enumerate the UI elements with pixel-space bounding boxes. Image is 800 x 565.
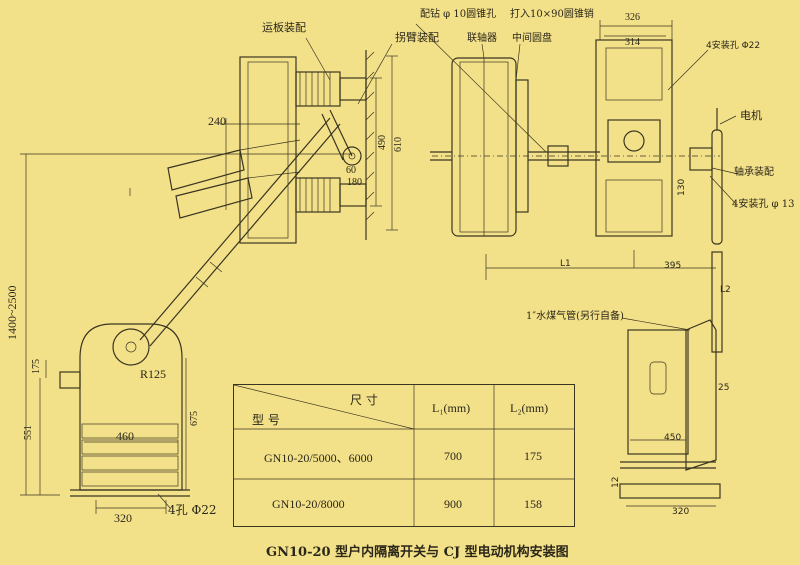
coupling-view — [430, 57, 720, 237]
table-header-top: 尺 寸 — [350, 393, 378, 407]
dim-25: 25 — [718, 383, 730, 393]
table-col-l1: L₁(mm) — [432, 401, 471, 415]
dim-240: 240 — [208, 114, 226, 128]
label-lianzhouqi: 联轴器 — [467, 33, 497, 44]
dim-490: 490 — [377, 135, 388, 150]
dim-l1: L1 — [560, 259, 571, 269]
table-header-left: 型 号 — [252, 413, 280, 427]
disconnector-front-view — [595, 20, 673, 237]
table-row-l2: 175 — [524, 449, 542, 463]
label-dianji: 电机 — [740, 109, 762, 122]
dim-675: 675 — [189, 411, 200, 426]
label-guaibi: 拐臂装配 — [395, 31, 439, 44]
label-peizuan: 配钻 φ 10圆锥孔 — [420, 9, 497, 20]
dim-314: 314 — [625, 37, 640, 48]
dim-180: 180 — [347, 177, 362, 188]
lower-insulators — [295, 177, 367, 213]
label-sian-13: 4安装孔 φ 13 — [732, 199, 795, 210]
blade-upper — [167, 149, 245, 191]
dim-320-right: 320 — [672, 507, 690, 517]
label-zhongjian: 中间圆盘 — [512, 33, 552, 44]
dim-60: 60 — [346, 165, 356, 176]
label-daru: 打入10×90圆锥销 — [510, 9, 594, 20]
dim-320: 320 — [114, 511, 132, 525]
label-shuimei: 1″水煤气管(另行自备) — [526, 311, 624, 322]
dimension-table: 尺 寸 型 号 L₁(mm) L₂(mm) GN10-20/5000、6000 … — [233, 384, 575, 527]
operating-rod — [139, 117, 331, 341]
dim-395: 395 — [664, 261, 682, 271]
table-row-l2: 158 — [524, 497, 542, 511]
upper-insulators — [295, 71, 367, 107]
blade-lower — [175, 177, 253, 219]
cj-mechanism-side — [59, 323, 190, 497]
dim-l2: L2 — [720, 285, 731, 295]
table-row-l1: 900 — [444, 497, 462, 511]
table-col-l2: L₂(mm) — [510, 401, 549, 415]
label-sikong: 4孔 Φ22 — [168, 503, 217, 517]
dim-130: 130 — [677, 178, 687, 196]
dim-460: 460 — [116, 429, 134, 443]
vertical-shaft — [689, 108, 723, 353]
crank-hub — [342, 146, 362, 166]
drawing-caption: GN10-20 型户内隔离开关与 CJ 型电动机构安装图 — [266, 545, 569, 560]
label-sian-zhuang: 4安装孔 Φ22 — [706, 41, 761, 51]
table-row-model: GN10-20/8000 — [272, 497, 345, 511]
dim-1400-2500: 1400~2500 — [5, 285, 19, 341]
dim-12: 12 — [611, 476, 621, 488]
table-grid — [234, 385, 574, 526]
dim-551: 551 — [23, 425, 34, 440]
dim-450: 450 — [664, 433, 682, 443]
table-row-model: GN10-20/5000、6000 — [264, 451, 373, 465]
table-row-l1: 700 — [444, 449, 462, 463]
label-zhoucheng: 轴承装配 — [734, 167, 774, 178]
dim-610: 610 — [393, 137, 404, 152]
wall-hatch — [365, 50, 375, 240]
dim-r125: R125 — [140, 367, 167, 381]
dim-326: 326 — [625, 12, 640, 23]
mounting-plate — [239, 56, 297, 244]
label-yunban: 运板装配 — [262, 21, 306, 34]
dim-175: 175 — [31, 359, 42, 374]
cj-mechanism-front — [619, 319, 721, 507]
